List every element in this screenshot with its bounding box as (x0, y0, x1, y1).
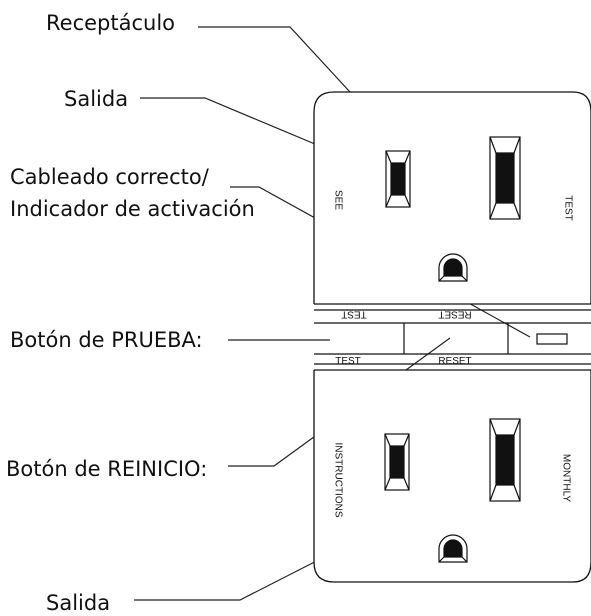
reset-button-label: Botón de REINICIO: (6, 457, 208, 481)
button-band (314, 303, 591, 371)
see-text: SEE (332, 190, 343, 210)
top-neutral-slot (385, 150, 411, 208)
bottom-hot-slot (489, 418, 521, 502)
test-side-text: TEST (562, 195, 573, 221)
test-button-label: Botón de PRUEBA: (10, 328, 203, 352)
receptacle-label: Receptáculo (46, 11, 176, 35)
receptacle-leader (198, 26, 351, 93)
bottom-ground-hole (438, 534, 468, 563)
band-reset-text: RESET (438, 356, 471, 367)
top-ground-hole (438, 253, 468, 282)
band-reset-upside-text: RESET (438, 308, 471, 319)
outlet-top-leader (140, 97, 335, 153)
instructions-text: INSTRUCTIONS (332, 443, 343, 518)
indicator-label-line1: Cableado correcto/ (10, 165, 209, 189)
band-test-text: TEST (335, 356, 361, 367)
indicator-light (536, 333, 568, 345)
indicator-label-line2: Indicador de activación (10, 197, 255, 221)
band-test-upside-text: TEST (341, 308, 367, 319)
top-hot-slot (489, 136, 521, 220)
bottom-neutral-slot (384, 433, 410, 491)
receptacle-top-plate (313, 91, 591, 304)
bottom-outlet (384, 418, 521, 563)
receptacle-bottom-plate (313, 370, 591, 583)
top-outlet (385, 136, 521, 282)
outlet-bottom-leader (134, 547, 343, 601)
monthly-text: MONTHLY (560, 454, 571, 502)
outlet-top-label: Salida (64, 87, 129, 111)
